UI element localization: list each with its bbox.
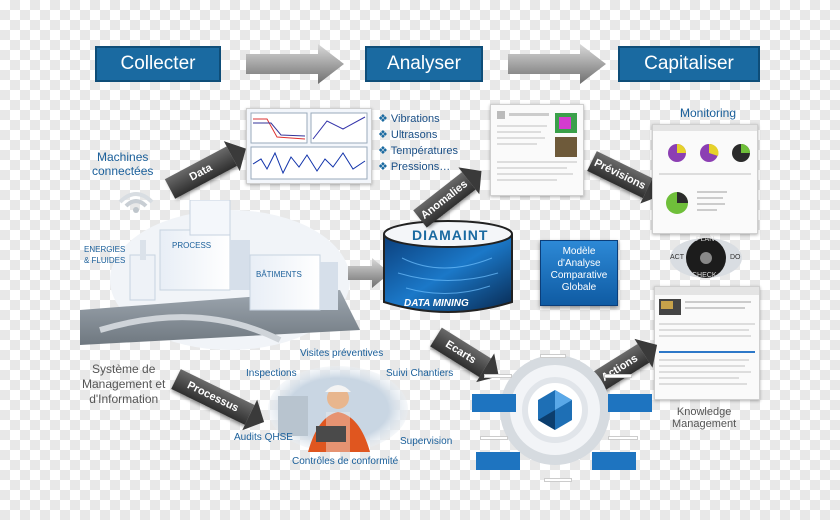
knowledge-label: Knowledge Management <box>672 406 737 430</box>
system-label: Système de Management et d'Information <box>82 362 166 406</box>
stage-analyser: Analyser <box>365 46 483 82</box>
signal-chart-icon <box>250 112 368 180</box>
processus-arrow-label: Processus <box>185 379 241 415</box>
stage-arrow-2 <box>508 44 606 84</box>
data-arrow: Data <box>164 146 237 199</box>
cycle-tag <box>480 436 508 440</box>
monitoring-dashboard <box>652 124 758 234</box>
inspections-label: Inspections <box>246 368 297 379</box>
data-arrow-label: Data <box>187 161 215 184</box>
pdca-check: CHECK <box>692 272 717 279</box>
site-illustration <box>80 200 360 350</box>
visites-label: Visites préventives <box>300 348 384 359</box>
phase-box-1 <box>472 394 516 412</box>
signal-screenshot <box>246 108 372 184</box>
monitoring-label: Monitoring <box>680 106 737 120</box>
supervision-label: Supervision <box>400 436 453 447</box>
pdca-act: ACT <box>670 254 684 261</box>
measurement-list: Vibrations Ultrasons Températures Pressi… <box>378 112 458 176</box>
bullet-pressions: Pressions… <box>378 160 458 173</box>
controles-label: Contrôles de conformité <box>292 456 399 467</box>
bullet-ultrasons: Ultrasons <box>378 128 458 141</box>
monitoring-pie-charts <box>653 125 757 214</box>
batiments-label: BÂTIMENTS <box>256 270 302 279</box>
actions-screenshot <box>654 286 760 400</box>
cycle-tag <box>544 478 572 482</box>
diamaint-database <box>383 220 513 313</box>
cycle-tag <box>540 354 566 358</box>
pdca-do: DO <box>730 254 741 261</box>
field-worker-photo <box>268 366 408 452</box>
model-box: Modèle d'Analyse Comparative Globale <box>540 240 618 306</box>
pdca-cycle-icon <box>670 238 742 278</box>
ecarts-arrow-label: Ecarts <box>443 338 479 367</box>
anomalies-arrow-label: Anomalies <box>418 178 471 222</box>
diamaint-brand: DIAMAINT <box>412 227 489 243</box>
pdca-wheel: PLAN ACT DO CHECK <box>668 236 744 280</box>
energies-label: ENERGIES & FLUIDES <box>84 245 126 265</box>
pdca-plan: PLAN <box>696 236 715 243</box>
analysis-screenshot <box>490 104 584 196</box>
actions-list-icon <box>655 287 759 385</box>
model-label: Modèle d'Analyse Comparative Globale <box>550 246 608 293</box>
process-label: PROCESS <box>172 241 212 250</box>
phase-box-3 <box>476 452 520 470</box>
stage-collecter: Collecter <box>95 46 221 82</box>
machines-label: Machines connectées <box>92 150 154 178</box>
cycle-tag <box>608 436 638 440</box>
arrow-to-diamaint <box>348 258 390 288</box>
analysis-report-icon <box>497 111 577 181</box>
processus-arrow: Processus <box>171 369 255 425</box>
stage-capitaliser: Capitaliser <box>618 46 760 82</box>
wifi-icon <box>118 192 154 213</box>
data-mining-label: DATA MINING <box>404 298 469 309</box>
phase-box-2 <box>608 394 652 412</box>
bullet-vibrations: Vibrations <box>378 112 458 125</box>
suivi-label: Suivi Chantiers <box>386 368 454 379</box>
cycle-tag <box>484 374 512 378</box>
phase-box-4 <box>592 452 636 470</box>
cycle-tag <box>604 374 632 378</box>
bullet-temperatures: Températures <box>378 144 458 157</box>
maintenance-cycle <box>500 355 610 465</box>
audits-label: Audits QHSE <box>234 432 293 443</box>
stage-arrow-1 <box>246 44 344 84</box>
previsions-arrow: Prévisions <box>587 151 653 199</box>
previsions-arrow-label: Prévisions <box>592 156 648 193</box>
